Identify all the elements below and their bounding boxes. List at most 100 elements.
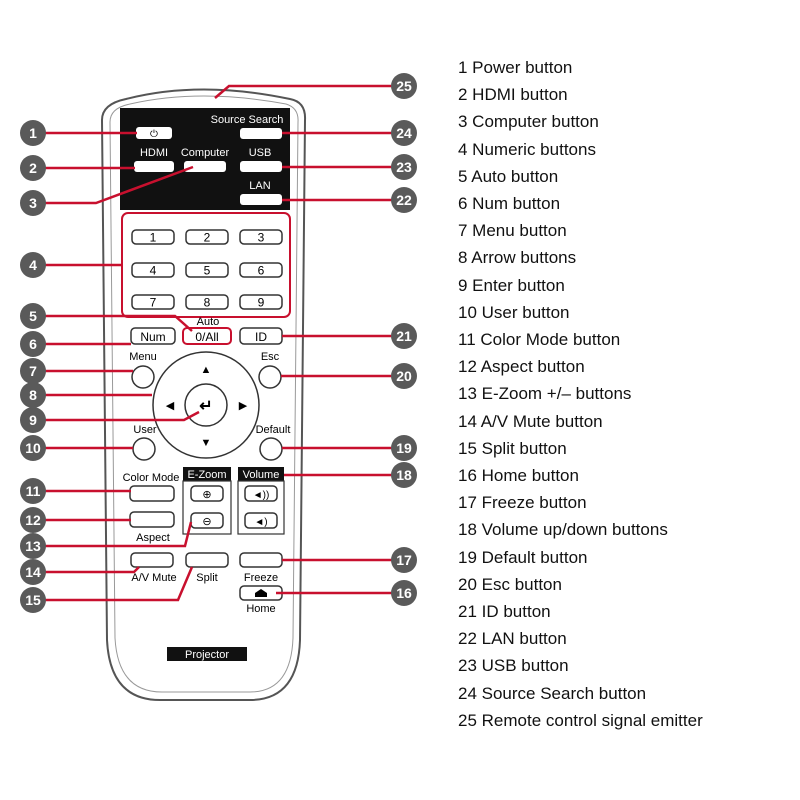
computer-button[interactable] — [184, 161, 226, 172]
zoom-in-icon: ⊕ — [202, 489, 211, 501]
callout-15-number: 15 — [25, 592, 41, 608]
zero-all-label: 0/All — [195, 330, 218, 344]
menu-button[interactable] — [131, 365, 155, 389]
callout-9-number: 9 — [29, 412, 37, 428]
usb-label: USB — [249, 147, 272, 159]
default-button[interactable] — [259, 437, 283, 461]
callout-11-number: 11 — [26, 483, 41, 499]
num-button[interactable] — [130, 327, 176, 345]
down-arrow-button[interactable]: ▼ — [201, 437, 212, 449]
callout-15-circle — [20, 587, 46, 613]
callout-23-number: 23 — [396, 159, 412, 175]
legend-item: 10 User button — [458, 302, 570, 322]
legend-item: 4 Numeric buttons — [458, 139, 596, 159]
legend-item: 3 Computer button — [458, 112, 599, 132]
legend-item: 25 Remote control signal emitter — [458, 710, 703, 730]
aspect-button[interactable] — [129, 511, 175, 528]
volume-up-button[interactable] — [244, 485, 278, 502]
volume-down-button[interactable] — [244, 512, 278, 529]
callout-2-number: 2 — [29, 160, 37, 176]
callout-21-circle — [391, 323, 417, 349]
legend-item: 1 Power button — [458, 58, 573, 77]
auto-label: Auto — [197, 316, 220, 328]
callout-19-number: 19 — [396, 440, 412, 456]
callout-3-circle — [20, 190, 46, 216]
legend-item: 7 Menu button — [458, 221, 567, 241]
split-button[interactable] — [185, 552, 229, 568]
user-button[interactable] — [132, 437, 156, 461]
color-mode-button[interactable] — [129, 485, 175, 502]
callout-24-circle — [391, 120, 417, 146]
callout-17-circle — [391, 547, 417, 573]
lan-label: LAN — [249, 180, 270, 192]
enter-icon: ↵ — [199, 398, 212, 415]
callout-6-circle — [20, 331, 46, 357]
numeric-key-1[interactable] — [131, 229, 175, 245]
projector-label: Projector — [185, 649, 229, 661]
lan-button[interactable] — [240, 194, 282, 205]
numeric-key-label: 6 — [258, 264, 265, 278]
legend-item: 24 Source Search button — [458, 683, 647, 703]
power-icon: ⏻ — [150, 129, 158, 140]
callout-7-number: 7 — [29, 363, 37, 379]
power-button[interactable] — [136, 127, 172, 139]
numeric-key-label: 7 — [150, 296, 157, 310]
callout-19-circle — [391, 435, 417, 461]
legend-item: 19 Default button — [458, 547, 588, 567]
legend-item: 2 HDMI button — [458, 85, 568, 105]
av-mute-button[interactable] — [130, 552, 174, 568]
usb-button[interactable] — [240, 161, 282, 172]
numeric-key-5[interactable] — [185, 262, 229, 278]
freeze-label: Freeze — [244, 572, 278, 584]
callout-22-number: 22 — [396, 192, 412, 208]
ezoom-group — [182, 480, 232, 535]
up-arrow-button[interactable]: ▲ — [201, 364, 212, 376]
leader-25 — [214, 84, 396, 99]
ezoom-minus-button[interactable] — [190, 512, 224, 529]
volume-down-icon: ◄) — [254, 517, 267, 528]
callout-22-circle — [391, 187, 417, 213]
numeric-key-6[interactable] — [239, 262, 283, 278]
callout-25-circle — [391, 73, 417, 99]
numeric-key-2[interactable] — [185, 229, 229, 245]
left-arrow-button[interactable]: ◀ — [166, 400, 175, 412]
right-arrow-button[interactable]: ▶ — [239, 400, 248, 412]
legend-item: 23 USB button — [458, 656, 569, 676]
av-mute-label: A/V Mute — [131, 572, 176, 584]
esc-button[interactable] — [258, 365, 282, 389]
num-label: Num — [140, 330, 165, 344]
callout-3-number: 3 — [29, 195, 37, 211]
auto-button[interactable] — [182, 327, 232, 345]
ezoom-plus-button[interactable] — [190, 485, 224, 502]
legend-item: 17 Freeze button — [458, 493, 587, 513]
legend-item: 8 Arrow buttons — [458, 248, 577, 268]
numeric-key-4[interactable] — [131, 262, 175, 278]
freeze-button[interactable] — [239, 552, 283, 568]
callout-9-circle — [20, 407, 46, 433]
numeric-key-7[interactable] — [131, 294, 175, 310]
numeric-key-label: 1 — [150, 231, 157, 245]
callout-25-number: 25 — [396, 78, 412, 94]
volume-header — [238, 467, 284, 481]
numeric-key-9[interactable] — [239, 294, 283, 310]
volume-label: Volume — [243, 469, 280, 481]
leader-3 — [44, 165, 194, 205]
enter-button[interactable] — [184, 383, 228, 427]
leader-13 — [44, 521, 193, 548]
legend-item: 12 Aspect button — [458, 357, 585, 377]
menu-label: Menu — [129, 351, 157, 363]
numeric-key-3[interactable] — [239, 229, 283, 245]
numeric-key-8[interactable] — [185, 294, 229, 310]
ezoom-header — [183, 467, 231, 481]
callout-16-number: 16 — [396, 585, 412, 601]
hdmi-button[interactable] — [134, 161, 174, 172]
legend-item: 21 ID button — [458, 602, 551, 621]
default-label: Default — [256, 424, 291, 436]
home-icon — [255, 589, 267, 597]
source-search-button[interactable] — [240, 128, 282, 139]
aspect-label: Aspect — [136, 532, 170, 544]
computer-label: Computer — [181, 147, 230, 159]
leader-15 — [44, 566, 194, 602]
